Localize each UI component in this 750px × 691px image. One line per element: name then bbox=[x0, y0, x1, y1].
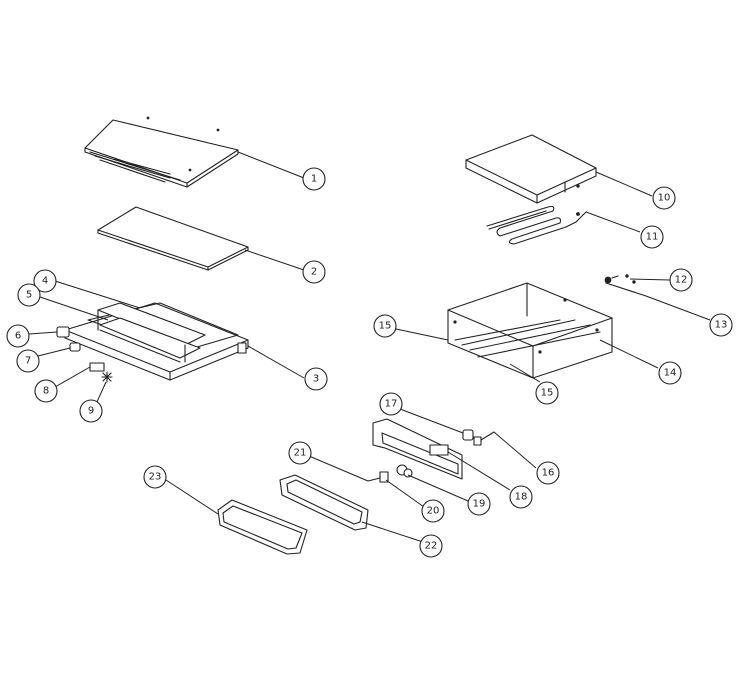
callout-4-label: 4 bbox=[42, 276, 48, 287]
part-heating-element bbox=[486, 205, 587, 245]
callout-16: 16 bbox=[536, 461, 560, 485]
callout-7: 7 bbox=[16, 349, 40, 373]
callout-1: 1 bbox=[302, 167, 326, 191]
callout-2-label: 2 bbox=[311, 267, 317, 278]
callout-19: 19 bbox=[467, 492, 491, 516]
callout-13-label: 13 bbox=[715, 320, 728, 331]
callout-15b-label: 15 bbox=[541, 388, 554, 399]
callout-13: 13 bbox=[709, 313, 733, 337]
callout-5-label: 5 bbox=[26, 290, 32, 301]
part-upper-housing bbox=[465, 134, 597, 204]
callout-8-label: 8 bbox=[43, 386, 49, 397]
callout-17: 17 bbox=[379, 392, 403, 416]
leader-lines bbox=[28, 151, 711, 543]
callout-3-label: 3 bbox=[313, 374, 319, 385]
part-flat-panel bbox=[97, 206, 249, 271]
part-glass-gasket bbox=[217, 499, 308, 555]
part-oven-cavity bbox=[447, 282, 613, 379]
callout-12-label: 12 bbox=[675, 275, 688, 286]
callout-11-label: 11 bbox=[646, 232, 659, 243]
callout-15b: 15 bbox=[535, 381, 559, 405]
callout-22-label: 22 bbox=[425, 541, 438, 552]
callout-4: 4 bbox=[33, 269, 57, 293]
callout-12: 12 bbox=[669, 268, 693, 292]
callout-16-label: 16 bbox=[542, 468, 555, 479]
callout-10-label: 10 bbox=[658, 193, 671, 204]
callout-23: 23 bbox=[143, 465, 167, 489]
callout-6-label: 6 bbox=[15, 331, 21, 342]
part-control-panel bbox=[367, 418, 495, 483]
callout-2: 2 bbox=[302, 260, 326, 284]
callout-23-label: 23 bbox=[149, 472, 162, 483]
callout-21: 21 bbox=[288, 441, 312, 465]
part-base-tray bbox=[64, 302, 249, 381]
callout-20-label: 20 bbox=[427, 506, 440, 517]
callout-6: 6 bbox=[6, 324, 30, 348]
callout-15a: 15 bbox=[373, 314, 397, 338]
callout-18: 18 bbox=[509, 485, 533, 509]
callout-18-label: 18 bbox=[515, 492, 528, 503]
callout-20: 20 bbox=[421, 499, 445, 523]
callout-22: 22 bbox=[419, 534, 443, 558]
callout-7-label: 7 bbox=[25, 356, 31, 367]
callout-8: 8 bbox=[34, 379, 58, 403]
callout-10: 10 bbox=[652, 186, 676, 210]
callout-9-label: 9 bbox=[88, 406, 94, 417]
callout-1-label: 1 bbox=[311, 174, 317, 185]
callout-3: 3 bbox=[304, 367, 328, 391]
callout-21-label: 21 bbox=[294, 448, 307, 459]
callout-15a-label: 15 bbox=[379, 321, 392, 332]
part-sensor-probe bbox=[604, 274, 647, 297]
callout-11: 11 bbox=[640, 225, 664, 249]
callout-9: 9 bbox=[79, 399, 103, 423]
callout-5: 5 bbox=[17, 283, 41, 307]
part-window-frame bbox=[279, 474, 369, 531]
callout-17-label: 17 bbox=[385, 399, 398, 410]
part-top-cover bbox=[84, 116, 239, 188]
callout-14-label: 14 bbox=[664, 368, 677, 379]
callouts: 1 2 3 4 5 6 7 8 9 10 11 12 13 14 15 15 1… bbox=[6, 167, 733, 558]
callout-19-label: 19 bbox=[473, 499, 486, 510]
part-small-components bbox=[56, 326, 113, 383]
callout-14: 14 bbox=[658, 361, 682, 385]
